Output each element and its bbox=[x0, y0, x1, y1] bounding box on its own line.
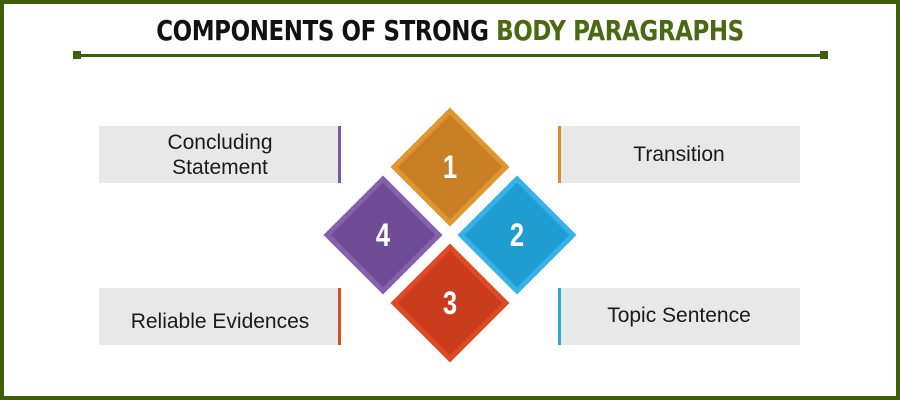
label-text: Reliable Evidences bbox=[130, 310, 310, 333]
label-text: Transition bbox=[633, 143, 725, 166]
label-text: Concluding Statement bbox=[167, 130, 273, 179]
label-concluding-statement: Concluding Statement bbox=[99, 126, 341, 183]
title-part-1: COMPONENTS OF STRONG bbox=[156, 14, 497, 47]
diamond-number: 1 bbox=[442, 148, 458, 185]
diamond-3: 3 bbox=[389, 242, 511, 364]
underline-cap-right bbox=[820, 51, 828, 59]
diamond-number: 3 bbox=[442, 284, 458, 321]
title-underline bbox=[76, 54, 824, 57]
label-transition: Transition bbox=[558, 126, 800, 183]
label-accent-bar bbox=[338, 126, 341, 183]
diamond-2: 2 bbox=[456, 174, 578, 296]
title-part-2: BODY PARAGRAPHS bbox=[496, 14, 744, 47]
page-title: COMPONENTS OF STRONG BODY PARAGRAPHS bbox=[81, 14, 819, 47]
label-accent-bar bbox=[558, 288, 561, 345]
label-topic-sentence: Topic Sentence bbox=[558, 288, 800, 345]
label-text: Topic Sentence bbox=[607, 304, 751, 327]
diamond-4: 4 bbox=[322, 174, 444, 296]
diamond-1: 1 bbox=[389, 106, 511, 228]
underline-cap-left bbox=[73, 51, 81, 59]
label-accent-bar bbox=[338, 288, 341, 345]
diamond-number: 2 bbox=[509, 216, 525, 253]
label-reliable-evidences: Reliable Evidences bbox=[99, 288, 341, 345]
diamond-number: 4 bbox=[375, 216, 391, 253]
label-accent-bar bbox=[558, 126, 561, 183]
